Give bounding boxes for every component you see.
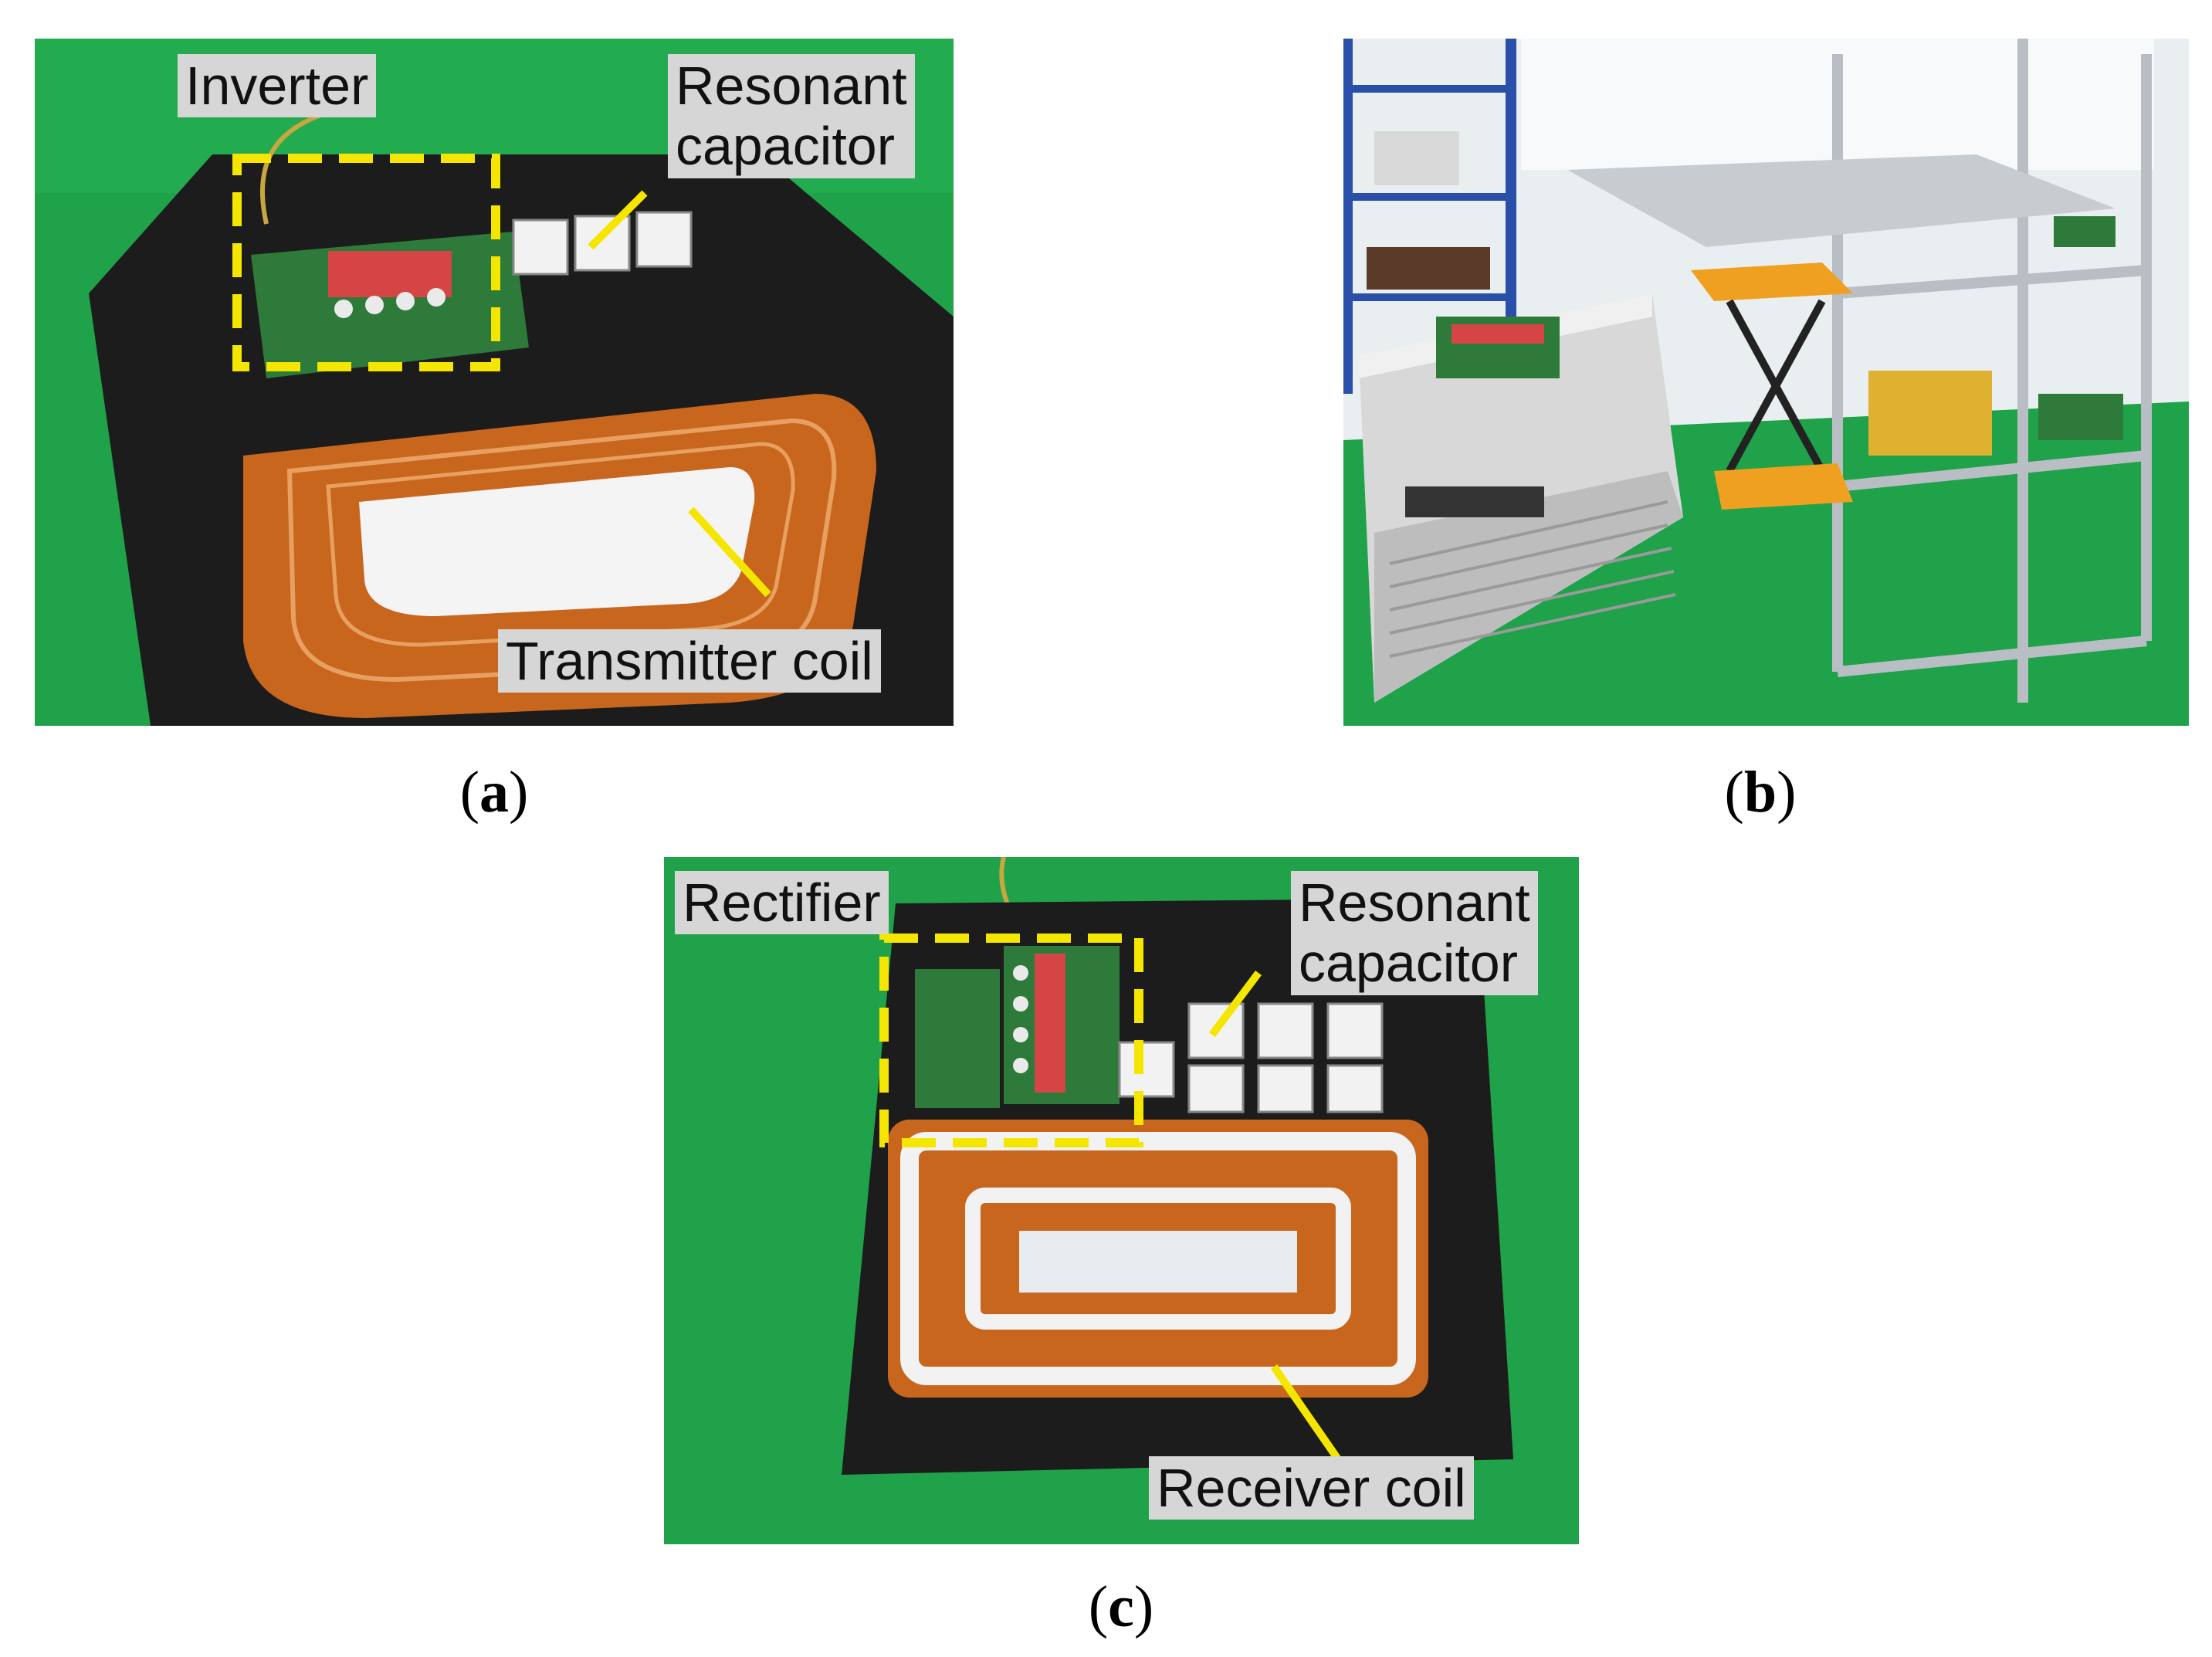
caption-c-letter: c [1108, 1574, 1134, 1639]
rectifier-board-left [915, 969, 1000, 1108]
panel-a-photo: Inverter Resonant capacitor Transmitter … [35, 39, 954, 726]
coil-leader-line [688, 507, 771, 598]
transmitter-coil-label: Transmitter coil [498, 629, 881, 693]
resonant-capacitor-label-line1: Resonant [676, 56, 907, 116]
panel-c-photo: Rectifier Resonant capacitor Receiver co… [664, 857, 1579, 1544]
resonant-capacitor-bank [512, 211, 693, 276]
shelf-device [1868, 371, 1992, 456]
capacitor-leader-line [588, 190, 648, 250]
caption-c: (c) [1088, 1574, 1154, 1639]
capacitor-leader-line [1209, 971, 1262, 1037]
receiver-coil [888, 1120, 1428, 1398]
panel-b-photo [1343, 39, 2189, 726]
caption-a: (a) [459, 760, 529, 825]
resonant-capacitor-label-line1: Resonant [1299, 873, 1530, 933]
receiver-coil-label: Receiver coil [1149, 1456, 1474, 1520]
yellow-lift-table [1691, 263, 1853, 510]
blue-shelf [1343, 39, 1516, 394]
resonant-capacitor-label-line2: capacitor [1299, 933, 1519, 994]
inverter-board [251, 232, 529, 378]
inverter-label: Inverter [178, 54, 377, 118]
resonant-capacitor-label-line2: capacitor [676, 116, 896, 177]
table-top [1567, 154, 2115, 247]
resonant-capacitor-bank [1118, 1002, 1384, 1113]
inverter-highlight-box [232, 154, 500, 371]
rectifier-highlight-box [879, 934, 1143, 1147]
resonant-capacitor-label: Resonant capacitor [1291, 871, 1538, 995]
caption-b: (b) [1724, 760, 1797, 825]
panel-b-illustration [1343, 39, 2189, 726]
caption-b-letter: b [1743, 760, 1777, 825]
resonant-capacitor-label: Resonant capacitor [668, 54, 915, 178]
aluminum-frame [1832, 39, 2152, 703]
coil-leader-line [1270, 1364, 1347, 1469]
caption-a-letter: a [479, 760, 509, 825]
rectifier-label: Rectifier [675, 871, 889, 935]
